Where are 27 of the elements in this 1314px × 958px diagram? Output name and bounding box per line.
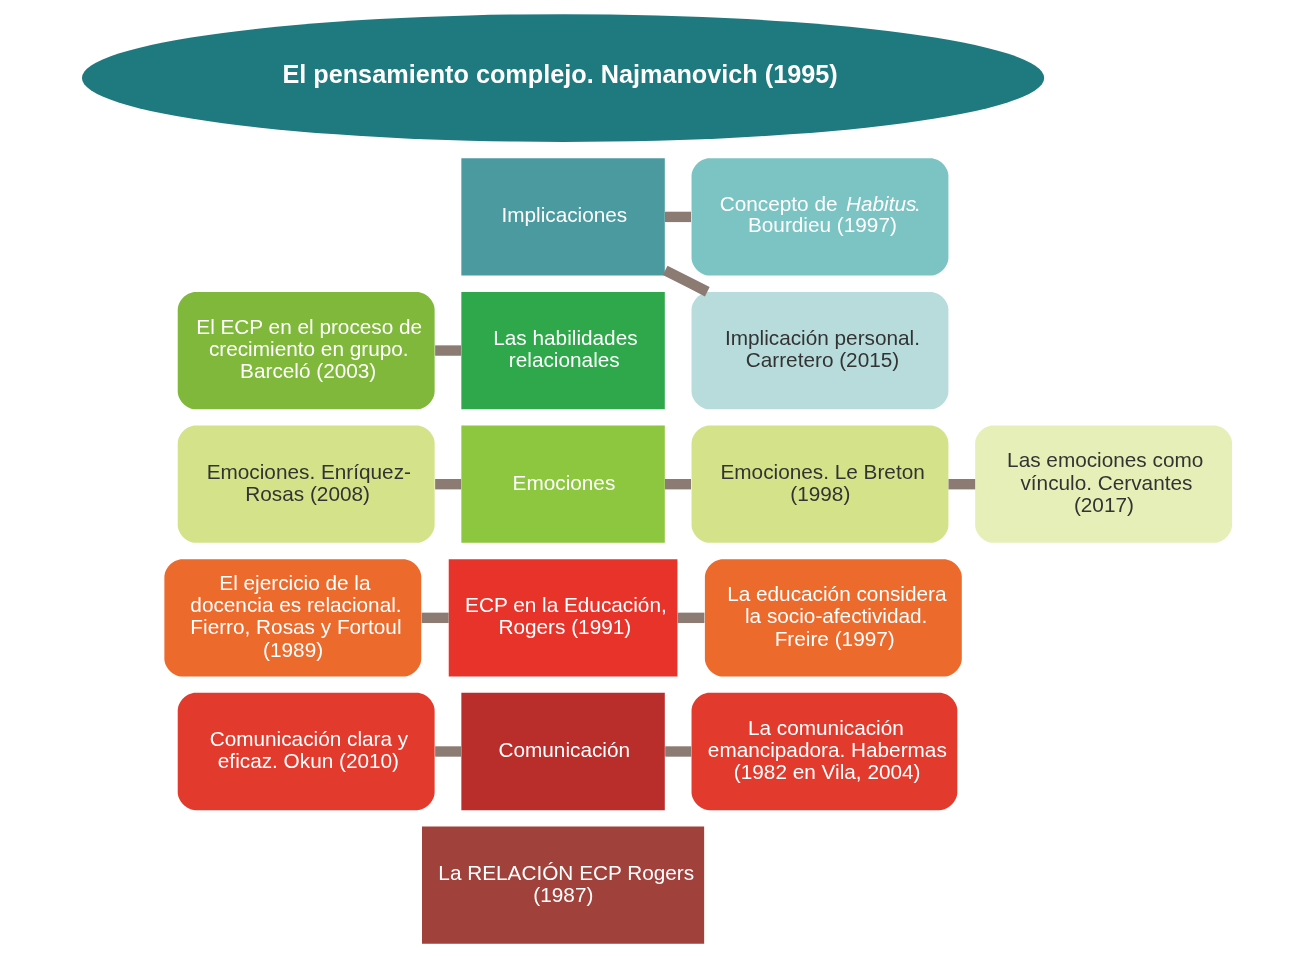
connector [435,746,462,757]
node-box: Las habilidades relacionales [461,291,665,410]
node-box: Implicación personal. Carretero (2015) [691,291,949,410]
node-ellipse: El pensamiento complejo. Najmanovich (1995) [81,14,1045,142]
node-box: La RELACIÓN ECP Rogers (1987) [422,826,705,944]
connector [948,479,976,490]
node-box: Implicaciones [461,158,665,276]
node-box: El ECP en el proceso de crecimiento en grupo. Barceló (2003) [177,291,435,410]
connector [435,345,462,356]
node-box: La comunicación emancipadora. Habermas (1982 en Vila, 2004) [691,692,958,811]
connector [665,746,692,757]
connector [435,479,462,490]
node-box: Las emociones como vínculo. Cervantes (2017) [975,425,1233,543]
connector [664,211,691,223]
node-box: Emociones [461,425,665,543]
connector [664,479,691,490]
node-box: ECP en la Educación, Rogers (1991) [448,559,678,677]
node-box: Concepto de Habitus. Bourdieu (1997) [691,158,949,276]
node-box: Comunicación [461,692,665,811]
node-box: Comunicación clara y eficaz. Okun (2010) [177,692,435,811]
connector [677,612,705,624]
connector [662,265,710,297]
node-box: La educación considera la socio-afectividad. Freire (1997) [704,559,962,677]
connector [421,612,449,624]
node-box: Emociones. Le Breton (1998) [691,425,949,543]
node-box: El ejercicio de la docencia es relacional. Fierro, Rosas y Fortoul (1989) [164,559,422,677]
node-box: Emociones. Enríquez-Rosas (2008) [177,425,435,543]
